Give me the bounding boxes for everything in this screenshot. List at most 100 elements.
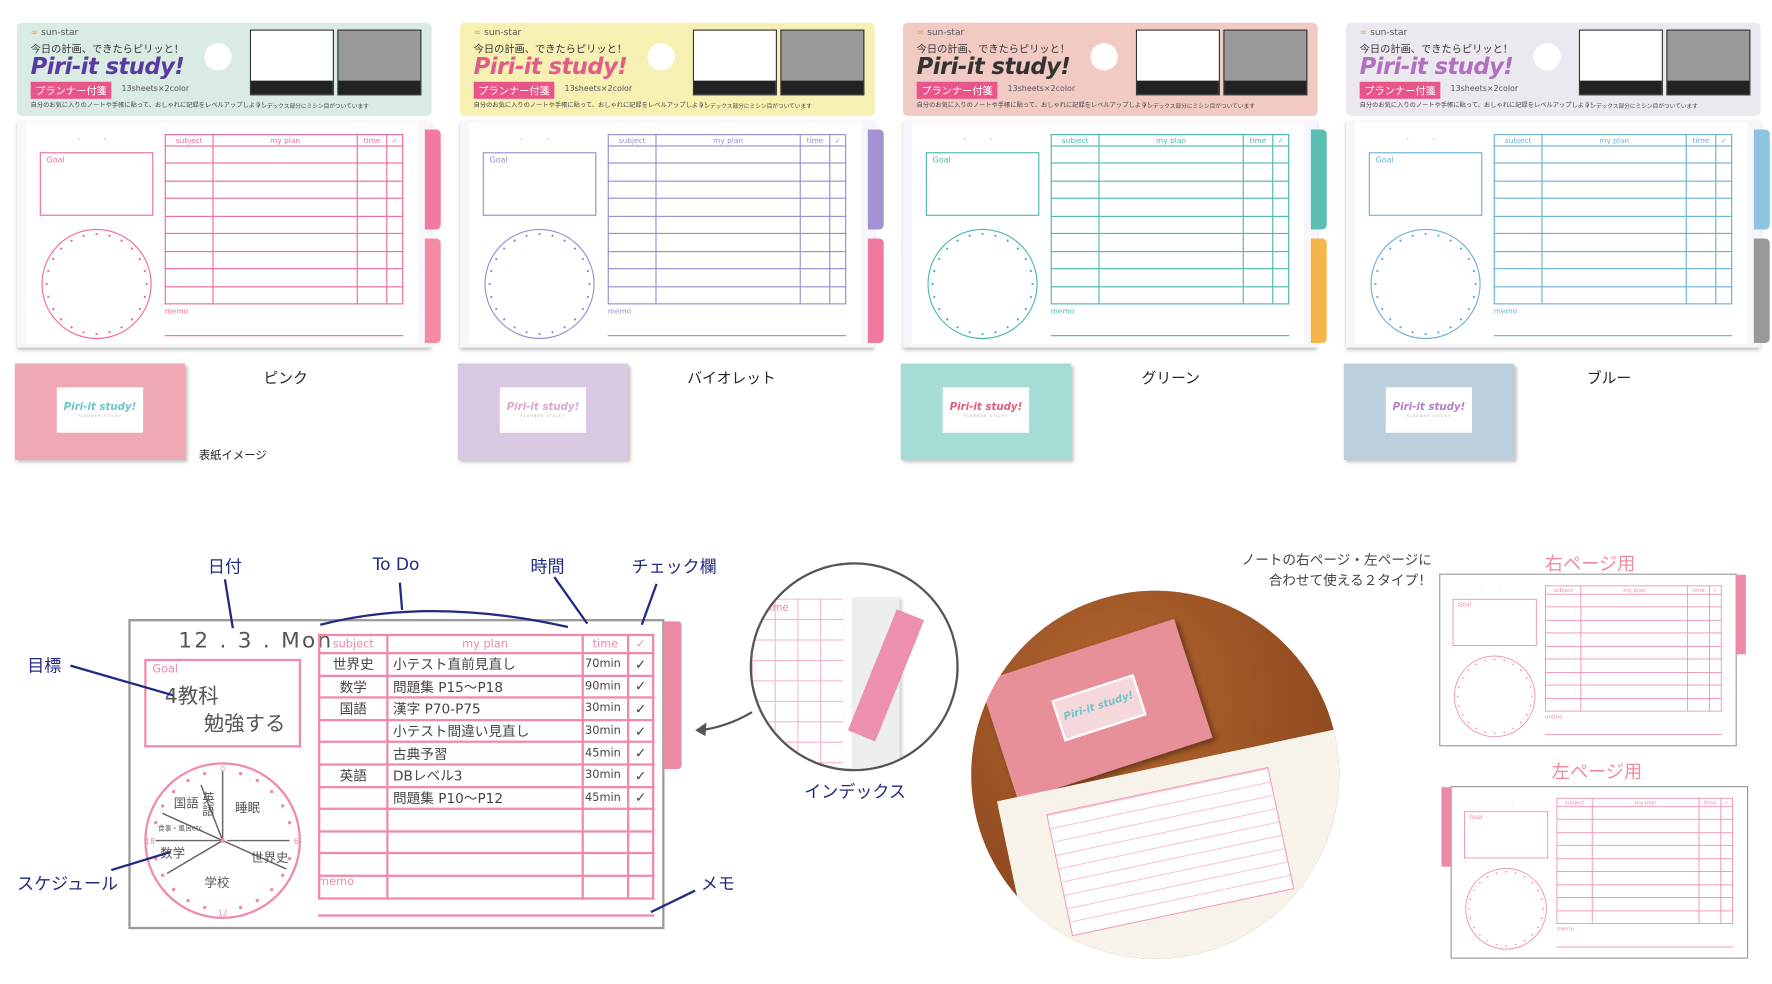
row-plan: 小テスト間違い見直し: [386, 718, 584, 744]
brand-logo: sun-star: [474, 27, 521, 37]
col-check: ✓: [1720, 797, 1734, 808]
brand-logo: sun-star: [917, 27, 964, 37]
photo-cover-logo: Piri-it study!: [1051, 673, 1147, 742]
goal-label: Goal: [152, 663, 179, 676]
description: 自分のお気に入りのノートや手帳に貼って、おしゃれに記録をレベルアップしよう！: [916, 102, 1154, 110]
color-name-label: バイオレット: [687, 370, 776, 388]
cover-image-0: Piri-it study!PLANNER STICKY: [14, 363, 186, 461]
sched-eng: 英語: [200, 792, 215, 817]
row-subject: [318, 718, 389, 744]
row-check: ✓: [627, 696, 655, 722]
memo-label: memo: [1050, 306, 1075, 316]
row-plan: 漢字 P70-P75: [386, 696, 584, 722]
col-subject: subject: [1556, 797, 1593, 808]
planner-diagram: 12 . 3 . Mon Goal 4教科 勉強する 0 6 12 18 英語 …: [128, 619, 682, 930]
label-goal: 目標: [27, 655, 62, 676]
memo-label: memo: [1556, 925, 1574, 933]
goal-box: Goal: [39, 152, 154, 216]
index-tab: [663, 621, 682, 770]
col-check: ✓: [386, 134, 404, 147]
index-tab: [1753, 129, 1770, 230]
col-time: time: [581, 633, 630, 655]
col-check: ✓: [1272, 134, 1290, 147]
package-0: sun-star 今日の計画、できたらピリッと！ Piri-it study! …: [17, 22, 441, 352]
col-subject: subject: [607, 134, 657, 147]
sched-meal: 食事・風呂etc: [158, 823, 203, 832]
left-page-title: 左ページ用: [1551, 761, 1643, 783]
cover-sub: PLANNER STICKY: [1406, 413, 1452, 419]
tagline: 今日の計画、できたらピリッと！: [473, 44, 628, 56]
col-plan: my plan: [386, 633, 584, 655]
sched-math: 数学: [160, 846, 185, 861]
usage-photo: Piri-it study!: [971, 590, 1340, 959]
date-text: 12 . 3 . Mon: [178, 628, 334, 654]
index-time-label: time: [765, 603, 789, 615]
usage-thumbnail: [692, 29, 777, 96]
col-plan: my plan: [1591, 797, 1700, 808]
usage-thumbnail: [1666, 29, 1751, 96]
row-check: ✓: [627, 674, 655, 699]
col-time: time: [1698, 797, 1722, 808]
goal-box: Goal: [925, 152, 1040, 216]
package-header: sun-star 今日の計画、できたらピリッと！ Piri-it study! …: [903, 22, 1318, 116]
col-check: ✓: [627, 633, 655, 655]
clock-12: 12: [218, 909, 228, 918]
goal-label: Goal: [1375, 155, 1394, 165]
col-plan: my plan: [655, 134, 801, 147]
memo-label: memo: [164, 306, 189, 316]
hang-hole: [204, 43, 232, 71]
goal-box: Goal: [1464, 811, 1549, 859]
row-time: 70min: [581, 652, 630, 677]
goal-text: 4教科 勉強する: [164, 684, 286, 737]
index-tab: [424, 238, 441, 344]
color-name-label: ブルー: [1586, 370, 1632, 388]
cover-logo: Piri-it study!: [1392, 402, 1466, 414]
product-title: Piri-it study!: [1359, 52, 1514, 80]
package-header: sun-star 今日の計画、できたらピリッと！ Piri-it study! …: [1346, 22, 1761, 116]
clock-icon: [484, 228, 595, 340]
row-time: 90min: [581, 674, 630, 699]
row-check: ✓: [627, 741, 655, 766]
col-subject: subject: [164, 134, 214, 147]
row-plan: 古典予習: [386, 741, 584, 766]
memo-label: memo: [1545, 713, 1563, 720]
package-header: sun-star 今日の計画、できたらピリッと！ Piri-it study! …: [17, 22, 432, 116]
tagline: 今日の計画、できたらピリッと！: [916, 44, 1071, 56]
index-tab: [1753, 238, 1770, 344]
label-index: インデックス: [804, 781, 906, 802]
product-title: Piri-it study!: [916, 52, 1071, 80]
usage-thumbnail: [249, 29, 334, 96]
row-time: 30min: [581, 696, 630, 722]
color-name-label: ピンク: [263, 370, 308, 388]
row-time: 30min: [581, 763, 630, 788]
clock-6: 6: [294, 837, 299, 846]
goal-box: Goal: [482, 152, 597, 216]
goal-label: Goal: [932, 155, 951, 165]
label-todo: To Do: [372, 554, 420, 575]
row-time: 30min: [581, 718, 630, 744]
cover-logo: Piri-it study!: [63, 402, 137, 414]
row-subject: 世界史: [318, 652, 389, 677]
goal-box: Goal: [1452, 598, 1537, 646]
cover-sub: PLANNER STICKY: [520, 413, 566, 419]
product-badge: プランナー付箋: [473, 81, 555, 99]
sheet-count: 13sheets×2color: [1450, 84, 1519, 94]
clock-icon: [41, 228, 152, 340]
row-check: ✓: [627, 652, 655, 677]
